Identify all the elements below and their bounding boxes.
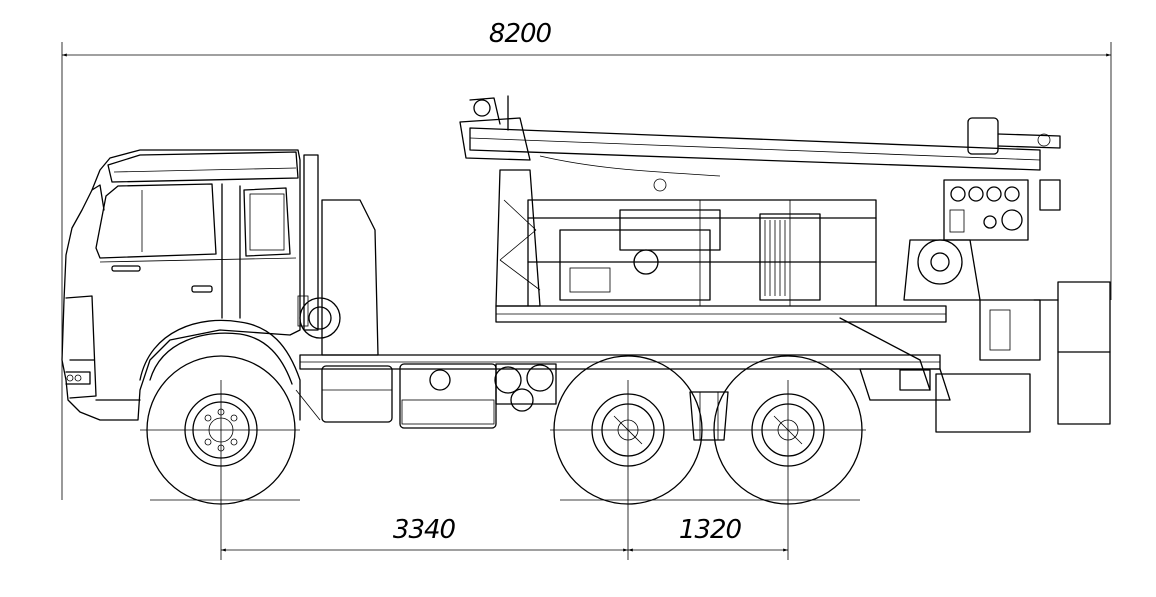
chassis-frame bbox=[299, 354, 951, 429]
drilling-mast bbox=[459, 95, 1061, 192]
rig-control-panel bbox=[839, 179, 1061, 391]
overall-length-label: 8200 bbox=[489, 19, 552, 49]
wheelbase-dimensions: 3340 1320 bbox=[220, 380, 789, 560]
overall-length-dimension: 8200 bbox=[61, 19, 1112, 500]
axle-spacing-label: 1320 bbox=[679, 515, 742, 545]
radiator-fins bbox=[764, 220, 786, 296]
truck-cab bbox=[61, 149, 379, 421]
wheelbase-label: 3340 bbox=[393, 515, 456, 545]
rear-suspension bbox=[689, 391, 729, 441]
outrigger-pads bbox=[935, 281, 1111, 433]
front-fender bbox=[139, 319, 321, 421]
rig-platform bbox=[495, 169, 947, 323]
